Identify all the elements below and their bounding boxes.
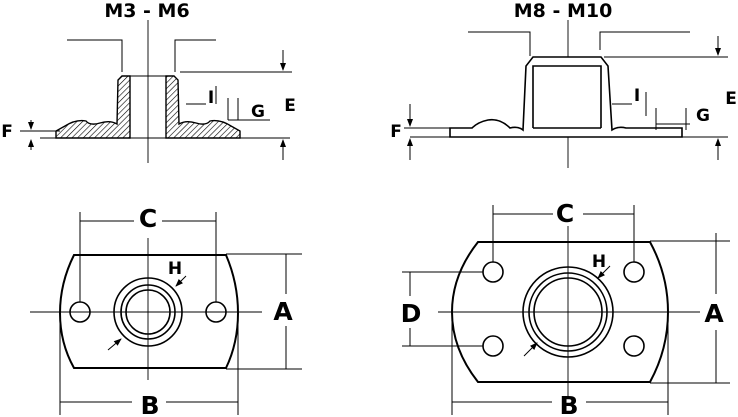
right-label-H: H [592, 252, 606, 272]
left-label-B: B [140, 391, 159, 417]
left-label-G: G [251, 102, 265, 122]
right-label-I: I [634, 86, 640, 106]
right-label-D: D [401, 299, 422, 328]
left-label-H: H [168, 259, 182, 279]
right-title: M8 - M10 [514, 0, 613, 22]
left-label-F: F [1, 122, 13, 142]
left-plan-view [30, 212, 302, 415]
right-plan-view [402, 205, 730, 415]
left-side-view [20, 20, 292, 163]
left-label-I: I [208, 88, 214, 108]
right-label-E: E [725, 89, 737, 109]
right-label-C: C [556, 199, 574, 228]
left-label-E: E [284, 96, 296, 116]
right-label-B: B [559, 391, 578, 417]
right-label-A: A [704, 299, 724, 328]
left-label-A: A [273, 297, 293, 326]
right-label-F: F [390, 122, 402, 142]
right-label-G: G [696, 106, 710, 126]
left-title: M3 - M6 [104, 0, 189, 22]
right-side-view [404, 20, 728, 168]
left-label-C: C [139, 204, 157, 233]
